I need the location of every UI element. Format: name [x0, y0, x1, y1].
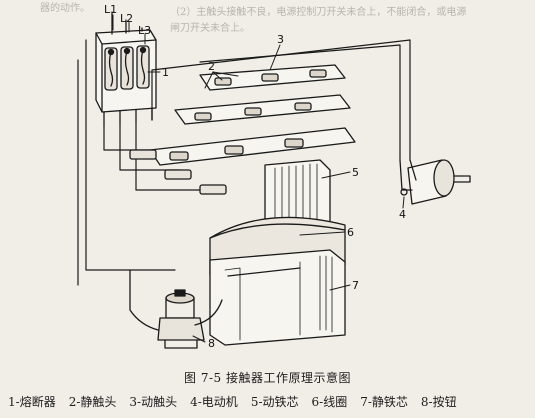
label-L3: L3: [138, 24, 151, 37]
label-2: 2: [208, 60, 215, 73]
label-7: 7: [352, 279, 359, 292]
legend-item: 5-动铁芯: [250, 395, 299, 409]
legend-item: 3-动触头: [129, 395, 178, 409]
fuse-block: [95, 11, 157, 127]
figure-caption: 图 7-5 接触器工作原理示意图: [184, 371, 351, 385]
push-button: [129, 269, 223, 349]
contactor-diagram: L1 L2 L3 1 2 3 4 5 6 7 8: [77, 3, 471, 350]
legend-item: 6-线圈: [311, 395, 348, 409]
bg-line: （2）主触头接触不良，电源控制刀开关未合上，不能闭合，或电源: [170, 7, 467, 18]
legend-item: 2-静触头: [68, 395, 117, 409]
label-4: 4: [399, 208, 406, 221]
bg-line: 器的动作。: [40, 3, 90, 14]
label-1: 1: [162, 66, 169, 79]
leader-lines: [112, 14, 405, 343]
legend-item: 4-电动机: [190, 395, 238, 409]
motor: [399, 159, 471, 205]
legend-item: 7-静铁芯: [360, 395, 408, 409]
label-5: 5: [352, 166, 359, 179]
main-wiring: [77, 39, 411, 286]
legend-item: 8-按钮: [420, 395, 457, 409]
label-3: 3: [277, 33, 284, 46]
bg-line: 闸刀开关未合上。: [170, 23, 250, 34]
label-L1: L1: [104, 3, 117, 16]
label-8: 8: [208, 337, 215, 350]
background-text: 器的动作。 （2）主触头接触不良，电源控制刀开关未合上，不能闭合，或电源 闸刀开…: [0, 0, 535, 70]
label-6: 6: [347, 226, 354, 239]
label-L2: L2: [120, 12, 133, 25]
armature-assembly: [209, 159, 346, 346]
figure-legend: 1-熔断器 2-静触头 3-动触头 4-电动机 5-动铁芯 6-线圈 7-静铁芯…: [8, 393, 535, 410]
legend-item: 1-熔断器: [8, 395, 56, 409]
figure-labels: L1 L2 L3 1 2 3 4 5 6 7 8: [104, 3, 406, 350]
